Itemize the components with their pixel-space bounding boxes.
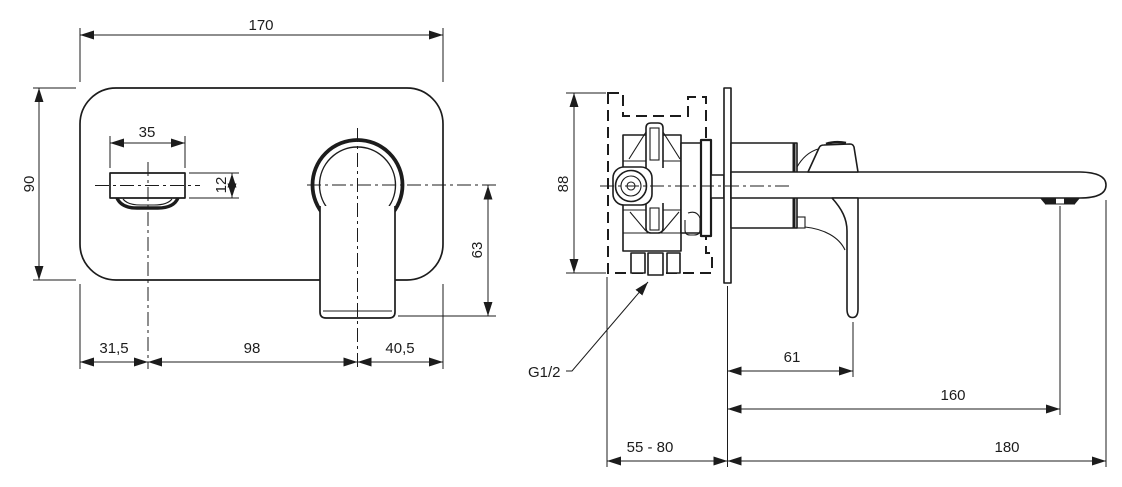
inlet-ports bbox=[630, 252, 681, 276]
dim-label-90: 90 bbox=[21, 176, 38, 193]
dim-label-35: 35 bbox=[139, 124, 156, 141]
dim-label-88: 88 bbox=[555, 176, 572, 193]
handle-side bbox=[796, 140, 859, 319]
dim-label-160: 160 bbox=[940, 387, 965, 404]
dim-spout-height: 12 bbox=[189, 172, 239, 199]
dim-rough-in-height: 88 bbox=[555, 92, 606, 274]
side-view: 88 G1/2 61 160 180 55 - 80 bbox=[528, 87, 1107, 467]
thread-label: G1/2 bbox=[528, 364, 561, 381]
spout-side bbox=[730, 171, 1107, 199]
dim-label-55-80: 55 - 80 bbox=[627, 439, 674, 456]
valve-body bbox=[612, 122, 725, 276]
dim-label-63: 63 bbox=[469, 242, 486, 259]
dim-label-170: 170 bbox=[248, 17, 273, 34]
face-plate bbox=[79, 87, 444, 281]
dim-overall-height: 90 bbox=[21, 87, 76, 281]
dim-label-31-5: 31,5 bbox=[99, 340, 128, 357]
dim-side-bottom: 61 160 180 55 - 80 bbox=[606, 200, 1107, 467]
dim-spout-width: 35 bbox=[109, 124, 186, 168]
dim-label-40-5: 40,5 bbox=[385, 340, 414, 357]
aerator bbox=[1040, 198, 1080, 205]
dim-label-61: 61 bbox=[784, 349, 801, 366]
front-view: 170 90 35 12 63 bbox=[21, 17, 497, 369]
inlet-thread-callout: G1/2 bbox=[528, 281, 649, 381]
dim-handle-drop: 63 bbox=[398, 185, 496, 317]
dim-label-12: 12 bbox=[213, 177, 230, 194]
dim-overall-width: 170 bbox=[79, 17, 444, 82]
dim-label-180: 180 bbox=[994, 439, 1019, 456]
dim-label-98: 98 bbox=[244, 340, 261, 357]
dim-bottom-row: 31,5 98 40,5 bbox=[79, 284, 444, 369]
rough-in-box bbox=[607, 92, 713, 274]
